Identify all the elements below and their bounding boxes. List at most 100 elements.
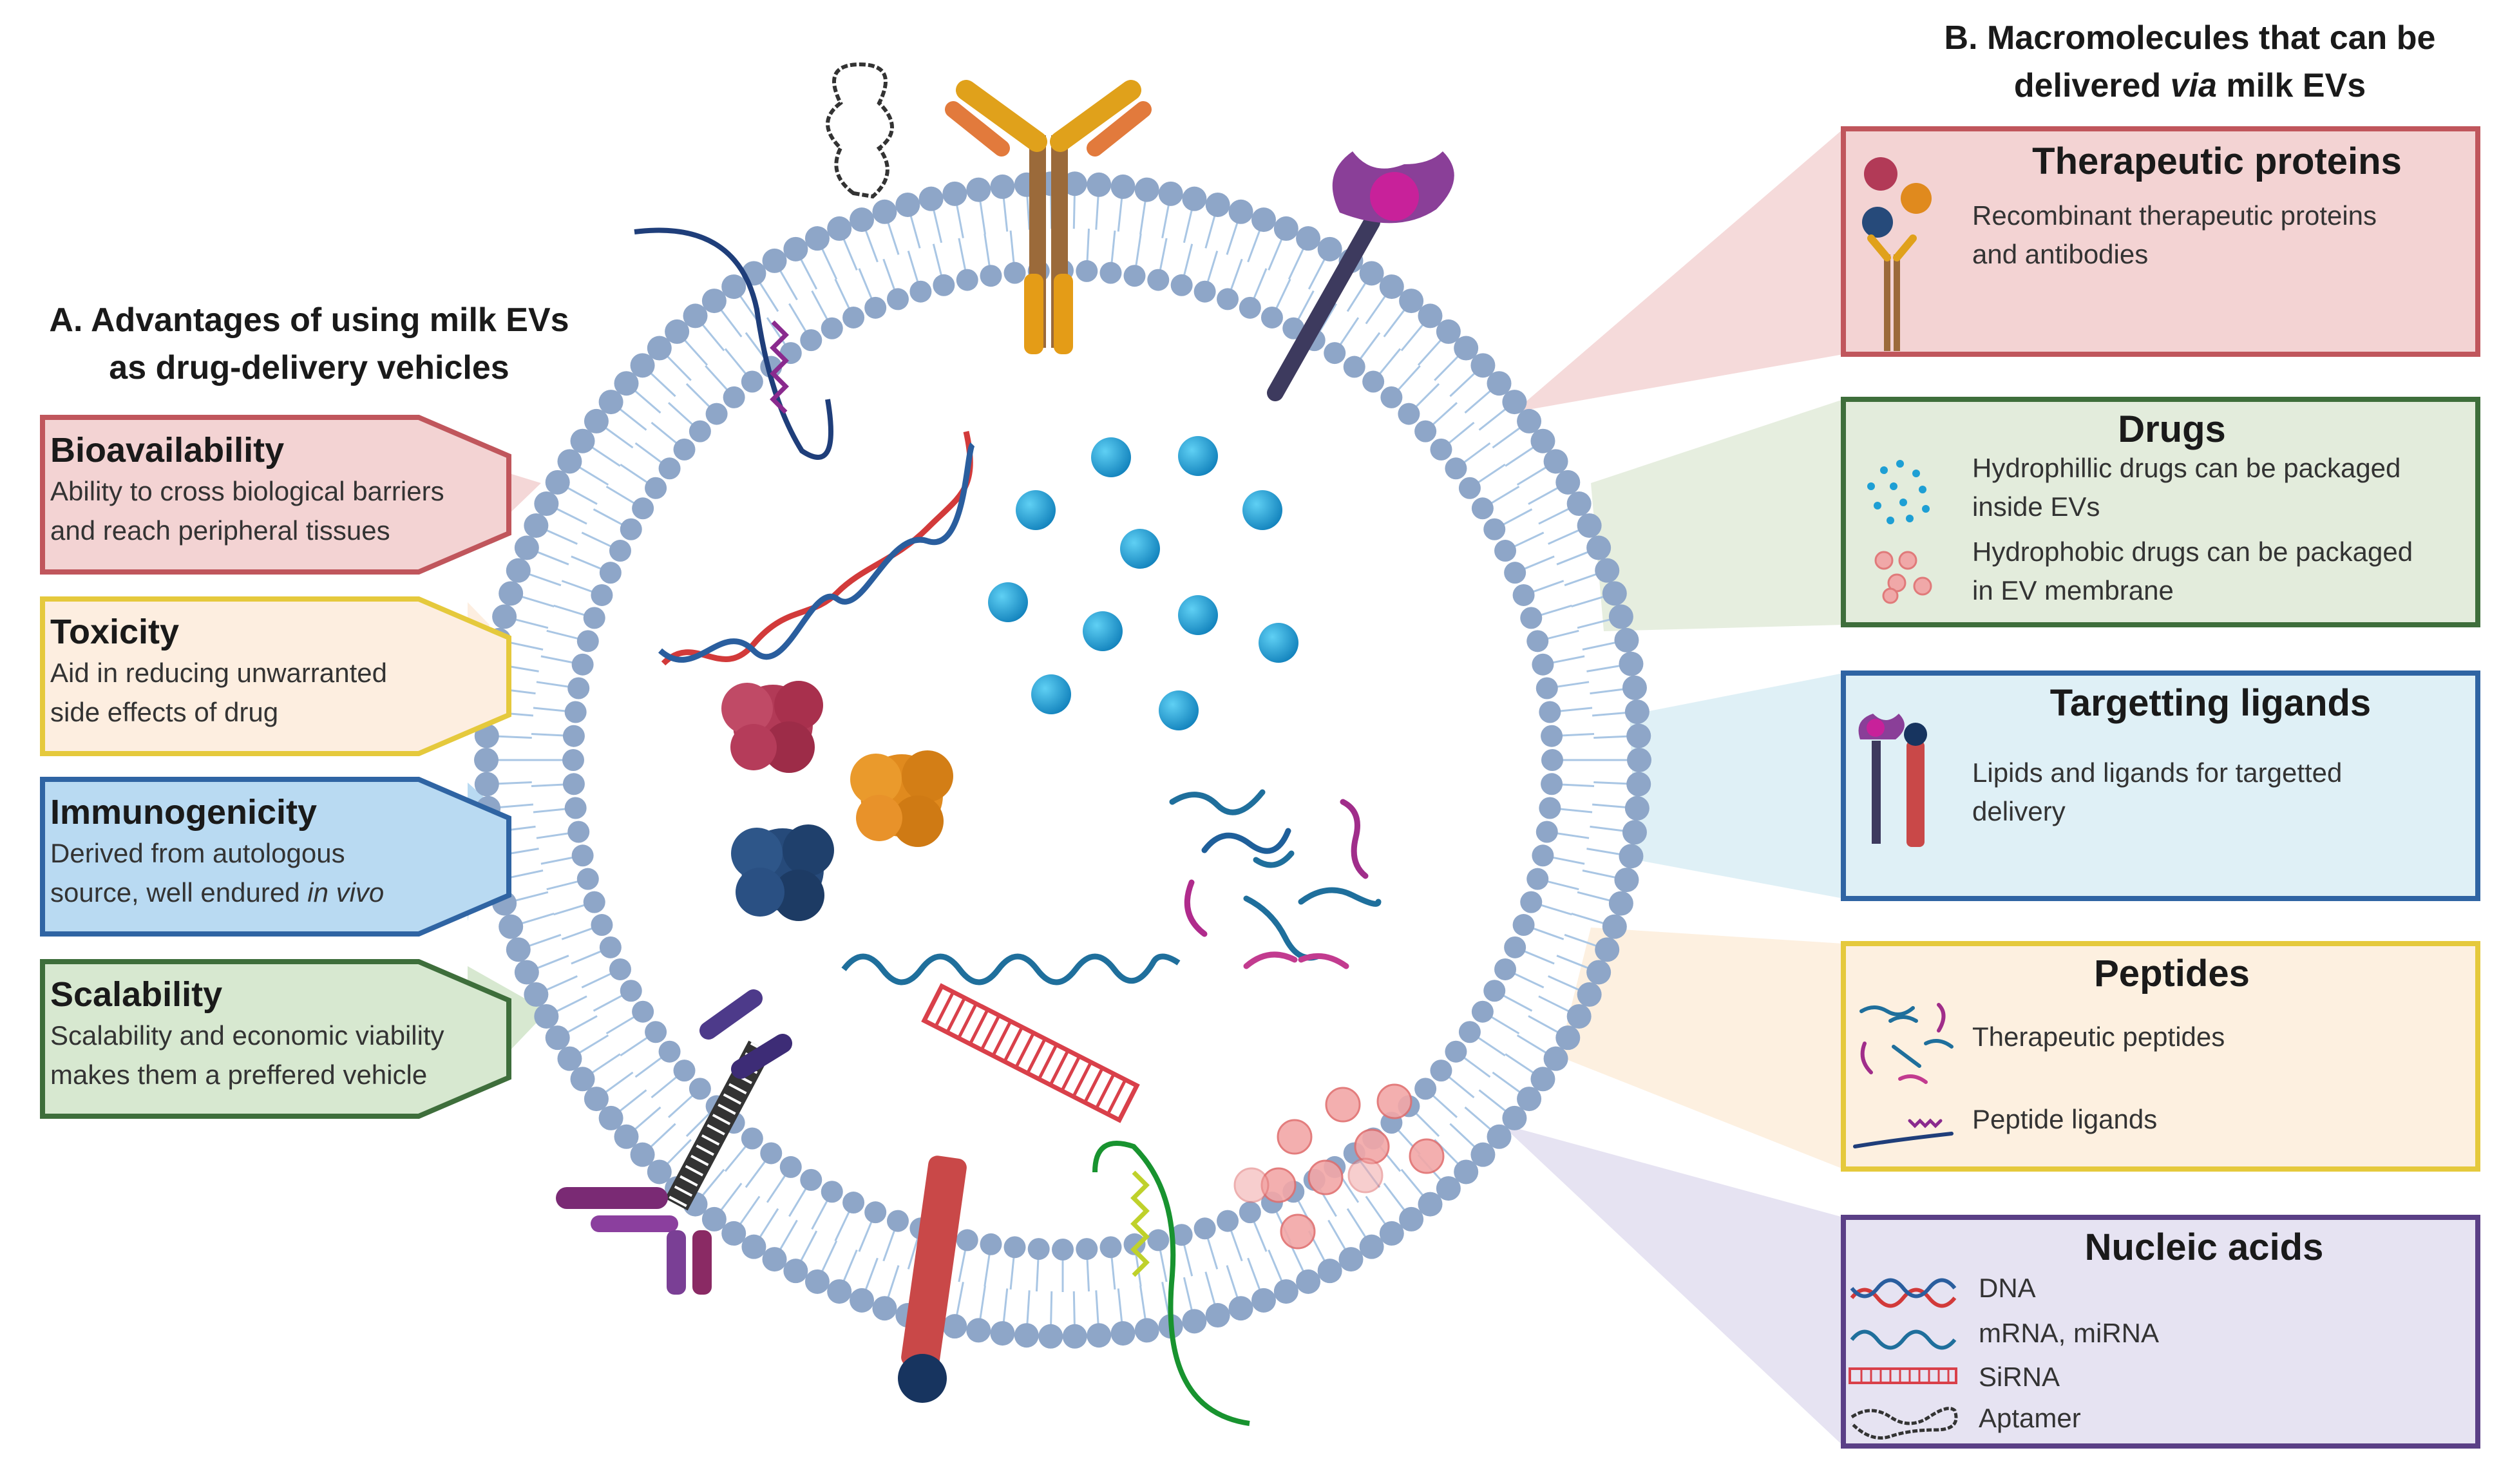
lipid-head-outer — [524, 513, 549, 538]
lipid-tail — [1530, 580, 1564, 594]
lipid-tail — [1226, 218, 1240, 255]
lipid-tail — [533, 955, 569, 971]
lipid-head-outer — [598, 390, 623, 415]
lipid-head-inner — [1541, 773, 1563, 795]
lipid-tail — [540, 655, 576, 664]
lipid-head-outer — [1624, 699, 1650, 725]
advantage-title: Immunogenicity — [50, 793, 318, 832]
lipid-tail — [1476, 463, 1506, 485]
lipid-head-inner — [1099, 1236, 1122, 1259]
lipid-head-inner — [1512, 584, 1535, 606]
lipid-head-inner — [741, 1127, 763, 1150]
lipid-head-outer — [1317, 1259, 1342, 1284]
lipid-tail — [588, 444, 621, 467]
lipid-tail — [1550, 655, 1585, 664]
lipid-head-outer — [647, 336, 672, 361]
lipid-head-inner — [1147, 269, 1170, 291]
lipid-head-outer — [1273, 216, 1298, 241]
lipid-head-inner — [1123, 265, 1146, 287]
lipid-tail — [647, 370, 676, 397]
lipid-head-inner — [609, 540, 631, 562]
lipid-head-outer — [1110, 174, 1136, 199]
lipid-head-inner — [1535, 821, 1558, 843]
lipid-tail — [1505, 444, 1537, 467]
lipid-head-outer — [1530, 428, 1555, 453]
lipid-head-outer — [804, 1269, 830, 1294]
hydrophobic-drug — [1354, 1128, 1390, 1165]
lipid-head-inner — [1123, 1233, 1146, 1255]
lipid-tail — [1338, 317, 1360, 347]
lipid-head-inner — [571, 653, 594, 676]
lipid-tail — [1383, 1183, 1408, 1214]
lipid-head-inner — [1526, 868, 1549, 890]
lipid-head-inner — [741, 370, 763, 393]
lipid-head-outer — [1517, 408, 1542, 433]
lipid-head-outer — [514, 535, 539, 560]
lipid-head-inner — [956, 1229, 978, 1251]
lipid-tail — [602, 1071, 634, 1096]
lipid-tail — [1461, 442, 1491, 465]
lipid-tail — [561, 926, 595, 940]
lipid-head-inner — [562, 725, 585, 747]
lipid-tail — [811, 290, 830, 322]
lipid-tail — [1229, 1228, 1243, 1262]
lipid-head-inner — [1520, 891, 1543, 913]
lipid-tail — [1548, 528, 1583, 545]
lipid-tail — [616, 406, 647, 431]
lipid-tail — [575, 1034, 609, 1056]
lipid-head-outer — [1622, 675, 1647, 700]
lipid-head-inner — [1217, 288, 1239, 310]
hydrophobic-drug — [1409, 1138, 1445, 1174]
lipid-head-outer — [1273, 1279, 1298, 1304]
advantage-line2: makes them a preffered vehicle — [50, 1060, 428, 1090]
antibody-bottom-icon — [556, 989, 792, 1295]
lipid-tail — [571, 949, 604, 965]
lipid-tail — [1446, 1074, 1475, 1099]
lipid-tail — [777, 267, 798, 301]
advantage-line1: Aid in reducing unwarranted — [50, 658, 387, 688]
advantage-line2-pre: source, well endured — [50, 877, 308, 908]
lipid-head-outer — [534, 491, 559, 517]
lipid-tail — [718, 306, 743, 338]
lipid-tail — [1183, 205, 1194, 243]
lipid-head-outer — [545, 470, 570, 495]
lipid-head-inner — [886, 288, 909, 310]
lipid-head-outer — [1014, 1323, 1039, 1348]
lipid-head-outer — [1454, 336, 1479, 361]
lipid-head-inner — [689, 420, 711, 442]
advantage-line2: and reach peripheral tissues — [50, 515, 390, 546]
drug-molecule — [1178, 436, 1218, 476]
box-title: Nucleic acids — [2084, 1226, 2324, 1268]
heading-advantages: A. Advantages of using milk EVs as drug-… — [26, 296, 593, 392]
lipid-tail — [788, 303, 808, 334]
lipid-head-inner — [658, 457, 681, 480]
lipid-head-outer — [827, 1279, 852, 1304]
lipid-head-inner — [1494, 540, 1517, 562]
lipid-tail — [724, 348, 748, 377]
lipid-tail — [593, 508, 625, 527]
lipid-tail — [1538, 604, 1572, 617]
lipid-tail — [581, 531, 614, 549]
lipid-tail — [494, 735, 532, 739]
lipid-head-inner — [1239, 1201, 1261, 1224]
lipid-tail — [605, 1014, 637, 1034]
lipid-head-inner — [1483, 518, 1506, 540]
lipid-head-outer — [942, 181, 967, 206]
lipid-head-outer — [1228, 1296, 1253, 1321]
lipid-tail — [1117, 194, 1123, 232]
lipid-head-outer — [683, 303, 708, 328]
advantage-line2: side effects of drug — [50, 697, 279, 727]
lipid-tail — [1488, 486, 1520, 506]
lipid-head-inner — [1282, 317, 1305, 339]
advantage-line1: Derived from autologous — [50, 838, 345, 868]
hydrophobic-drug — [1277, 1119, 1313, 1155]
lipid-head-inner — [673, 438, 696, 461]
lipid-tail — [1516, 1034, 1550, 1056]
lipid-tail — [1446, 421, 1475, 446]
lipid-tail — [1139, 197, 1147, 235]
lipid-tail — [766, 1173, 788, 1203]
lipid-head-inner — [658, 1040, 681, 1063]
lipid-tail — [718, 1183, 743, 1214]
lipid-head-outer — [827, 216, 852, 241]
sirna-icon — [921, 983, 1140, 1123]
